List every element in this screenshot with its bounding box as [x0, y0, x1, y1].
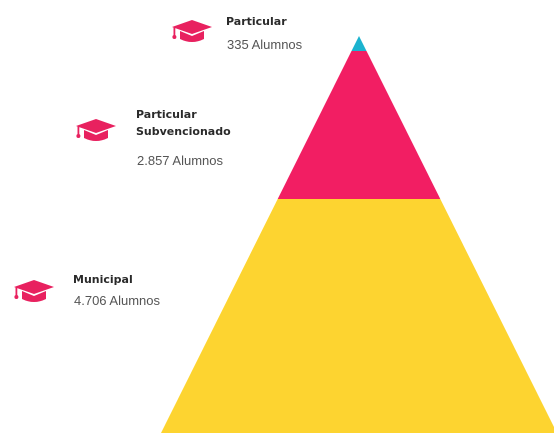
segment-name-line: Particular [226, 15, 287, 28]
segment-value: 4.706 Alumnos [74, 293, 161, 308]
graduation-cap-icon [14, 280, 54, 302]
graduation-cap-icon [172, 20, 212, 42]
pyramid-segment-particular-subvencionado [277, 51, 441, 199]
pyramid-segment-municipal [161, 199, 554, 433]
segment-name-line: Subvencionado [136, 125, 231, 138]
segment-name-line: Municipal [73, 273, 133, 286]
segment-name-line: Particular [136, 108, 197, 121]
segment-value: 2.857 Alumnos [137, 153, 224, 168]
pyramid-segment-particular [351, 36, 367, 51]
graduation-cap-icon [76, 119, 116, 141]
segment-value: 335 Alumnos [227, 37, 303, 52]
